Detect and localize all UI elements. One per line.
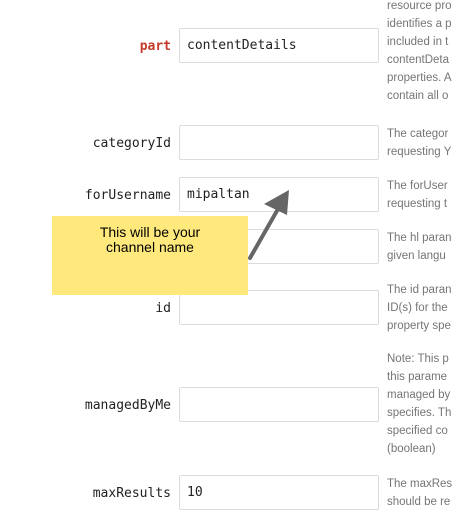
categoryId-input[interactable] bbox=[179, 125, 379, 160]
callout-line-2: channel name bbox=[106, 239, 194, 255]
forUsername-input[interactable] bbox=[179, 177, 379, 212]
param-label-part: part bbox=[139, 39, 171, 54]
annotation-callout: This will be your channel name bbox=[52, 216, 248, 295]
part-input[interactable] bbox=[179, 28, 379, 63]
maxResults-input[interactable] bbox=[179, 475, 379, 510]
annotation-arrow-icon bbox=[248, 190, 289, 260]
managedByMe-input[interactable] bbox=[179, 387, 379, 422]
param-label-maxResults: maxResults bbox=[92, 486, 171, 501]
param-label-managedByMe: managedByMe bbox=[84, 398, 171, 413]
callout-line-1: This will be your bbox=[99, 224, 201, 240]
id-input[interactable] bbox=[179, 290, 379, 325]
param-label-forUsername: forUsername bbox=[84, 188, 171, 203]
param-label-categoryId: categoryId bbox=[92, 136, 171, 151]
param-label-id: id bbox=[155, 301, 171, 316]
